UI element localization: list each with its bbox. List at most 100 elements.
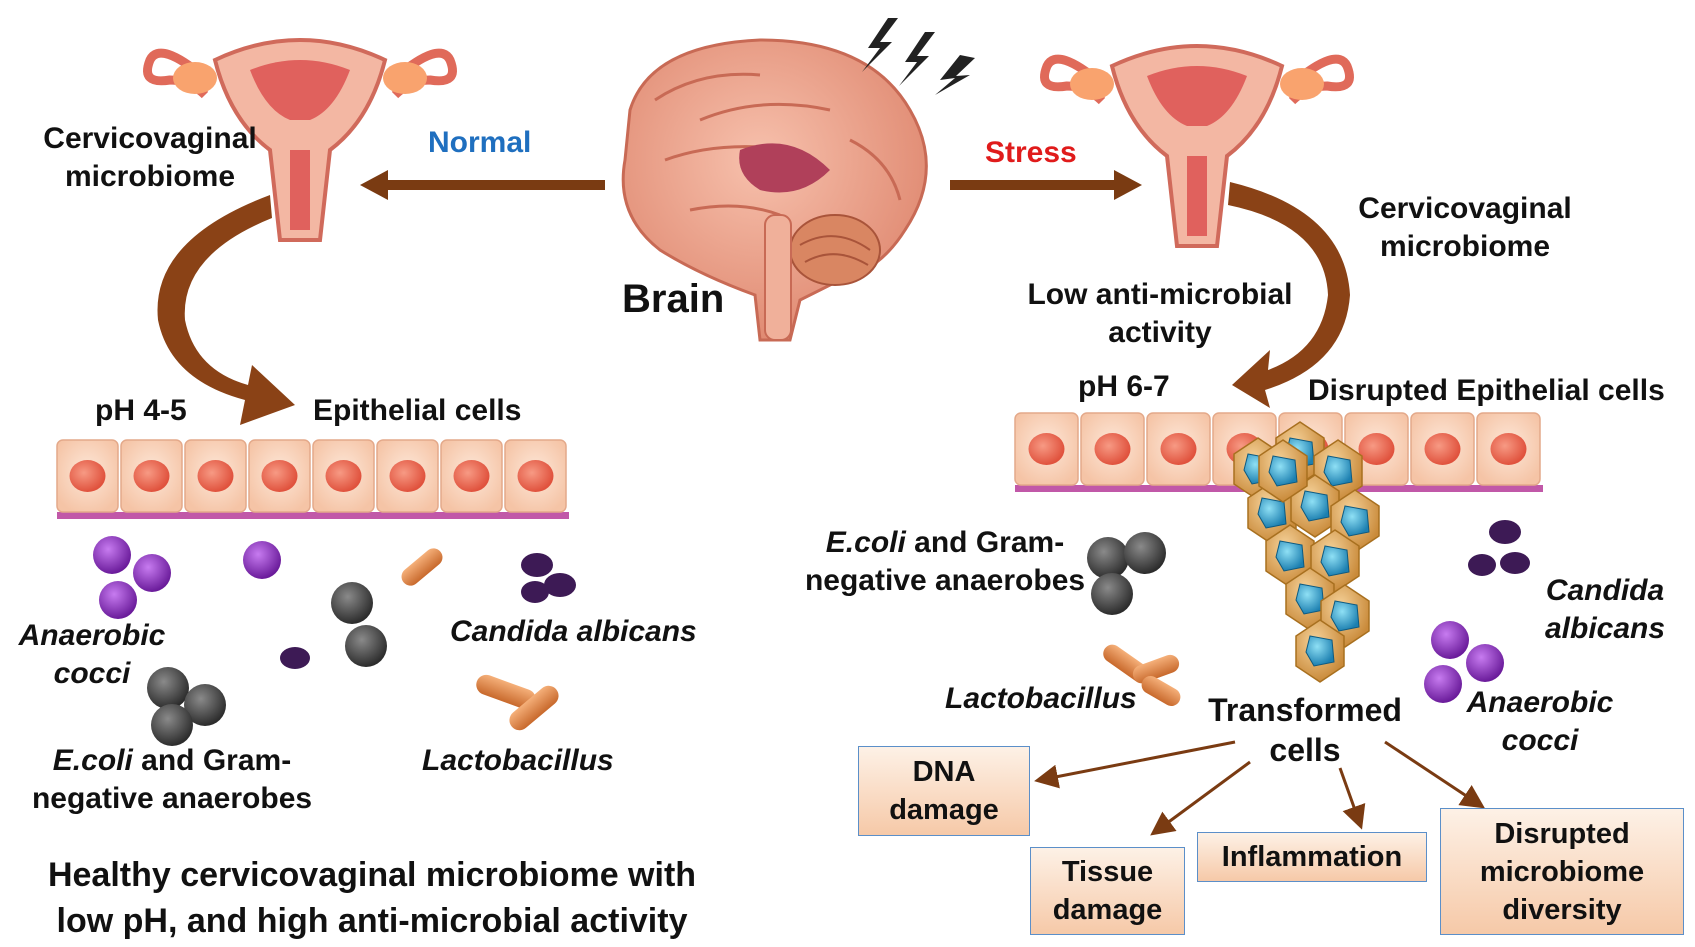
lactobacillus-left-icon	[401, 548, 559, 731]
dna-damage-box: DNA damage	[858, 746, 1030, 836]
dna-line1: DNA	[912, 756, 976, 788]
left-ecoli-line2: negative anaerobes	[31, 782, 313, 815]
cell-nucleus	[389, 460, 426, 492]
tissue-line2: damage	[1052, 894, 1163, 926]
right-ecoli-italic: E.coli	[825, 526, 906, 559]
right-candida-line1: Candida	[1545, 574, 1665, 607]
uterus-left-icon	[143, 38, 457, 242]
epithelial-layer-left	[56, 439, 569, 519]
dna-line2: damage	[889, 794, 999, 826]
summary-line2: low pH, and high anti-microbial activity	[56, 902, 688, 940]
right-microbiome-label: Cervicovaginal microbiome	[1345, 190, 1585, 266]
transformed-nucleus	[1305, 635, 1335, 667]
anaerobic-cocci-right-icon	[1424, 621, 1504, 703]
right-ecoli-line1: E.coli and Gram-	[790, 524, 1100, 562]
right-candida-label: Candida albicans	[1530, 572, 1680, 648]
transformed-nucleus	[1275, 540, 1305, 572]
left-ecoli-italic: E.coli	[52, 744, 133, 777]
cell-nucleus	[197, 460, 234, 492]
cell-nucleus	[453, 460, 490, 492]
transformed-nucleus	[1268, 455, 1298, 487]
cell-nucleus	[1094, 433, 1131, 465]
transformed-nucleus	[1323, 455, 1353, 487]
right-ecoli-label: E.coli and Gram- negative anaerobes	[790, 524, 1100, 600]
tissue-damage-box: Tissue damage	[1030, 847, 1185, 935]
cell-nucleus	[1490, 433, 1527, 465]
cell-nucleus	[69, 460, 106, 492]
outcome-arrows	[1034, 740, 1486, 836]
low-antimicrobial-label: Low anti-microbial activity	[1000, 276, 1320, 352]
right-candida-line2: albicans	[1544, 612, 1666, 645]
disrupted-line3: diversity	[1502, 893, 1622, 926]
right-ecoli-rest: and Gram-	[905, 526, 1065, 559]
left-anaerobic-label: Anaerobic cocci	[12, 617, 172, 693]
cell-nucleus	[261, 460, 298, 492]
left-anaerobic-line1: Anaerobic	[18, 619, 166, 652]
transformed-nucleus	[1295, 583, 1325, 615]
transformed-cells-icon	[1233, 421, 1380, 683]
stress-label: Stress	[985, 136, 1077, 169]
left-ecoli-line1: E.coli and Gram-	[12, 742, 332, 780]
ecoli-right-icon	[1087, 532, 1166, 615]
transformed-cells-label: Transformed cells	[1195, 690, 1415, 770]
left-ph-label: pH 4-5	[95, 394, 187, 427]
low-line1: Low anti-microbial	[1027, 278, 1293, 311]
brain-icon	[621, 38, 928, 342]
transformed-nucleus	[1257, 497, 1287, 529]
right-epithelial-label: Disrupted Epithelial cells	[1308, 374, 1665, 407]
tissue-line1: Tissue	[1061, 856, 1154, 888]
left-epithelial-label: Epithelial cells	[313, 394, 522, 427]
right-microbiome-line2: microbiome	[1379, 230, 1551, 263]
inflammation-text: Inflammation	[1221, 841, 1403, 873]
normal-label: Normal	[428, 126, 532, 159]
right-anaerobic-label: Anaerobic cocci	[1460, 684, 1620, 760]
lactobacillus-right-icon	[1103, 644, 1181, 706]
ecoli-left-icon	[147, 582, 387, 746]
disrupted-line1: Disrupted	[1494, 817, 1630, 850]
summary-line1: Healthy cervicovaginal microbiome with	[47, 856, 697, 894]
right-lacto-label: Lactobacillus	[945, 682, 1137, 715]
left-candida-label: Candida albicans	[450, 615, 697, 648]
cell-nucleus	[1424, 433, 1461, 465]
brain-label: Brain	[622, 277, 725, 321]
low-line2: activity	[1108, 316, 1212, 349]
transformed-nucleus	[1330, 600, 1360, 632]
left-curved-arrow	[157, 195, 295, 425]
left-ecoli-label: E.coli and Gram- negative anaerobes	[12, 742, 332, 818]
right-ph-label: pH 6-7	[1078, 370, 1170, 403]
right-anaerobic-line2: cocci	[1501, 724, 1579, 757]
right-ecoli-line2: negative anaerobes	[804, 564, 1086, 597]
right-curved-arrow	[1228, 182, 1350, 408]
left-lacto-label: Lactobacillus	[422, 744, 614, 777]
left-summary: Healthy cervicovaginal microbiome with l…	[12, 852, 732, 944]
inflammation-box: Inflammation	[1197, 832, 1427, 882]
left-microbiome-line2: microbiome	[64, 160, 236, 193]
cell-nucleus	[517, 460, 554, 492]
left-microbiome-line1: Cervicovaginal	[43, 122, 257, 155]
cell-nucleus	[1160, 433, 1197, 465]
uterus-right-icon	[1040, 44, 1354, 248]
transformed-nucleus	[1300, 490, 1330, 522]
right-microbiome-line1: Cervicovaginal	[1358, 192, 1572, 225]
cell-nucleus	[325, 460, 362, 492]
candida-left-icon	[280, 553, 576, 669]
left-microbiome-label: Cervicovaginal microbiome	[30, 120, 270, 196]
left-ecoli-rest: and Gram-	[132, 744, 292, 777]
right-anaerobic-line1: Anaerobic	[1466, 686, 1614, 719]
cell-nucleus	[1028, 433, 1065, 465]
normal-arrow-head	[360, 170, 388, 200]
transformed-nucleus	[1320, 545, 1350, 577]
transformed-nucleus	[1340, 505, 1370, 537]
basement-membrane	[57, 512, 569, 519]
cell-nucleus	[1358, 433, 1395, 465]
left-anaerobic-line2: cocci	[53, 657, 131, 690]
lightning-icon	[862, 18, 975, 95]
anaerobic-cocci-left-icon	[93, 536, 281, 619]
transformed-line1: Transformed	[1208, 692, 1402, 728]
cell-nucleus	[133, 460, 170, 492]
stress-arrow-head	[1114, 170, 1142, 200]
candida-right-icon	[1468, 520, 1530, 576]
